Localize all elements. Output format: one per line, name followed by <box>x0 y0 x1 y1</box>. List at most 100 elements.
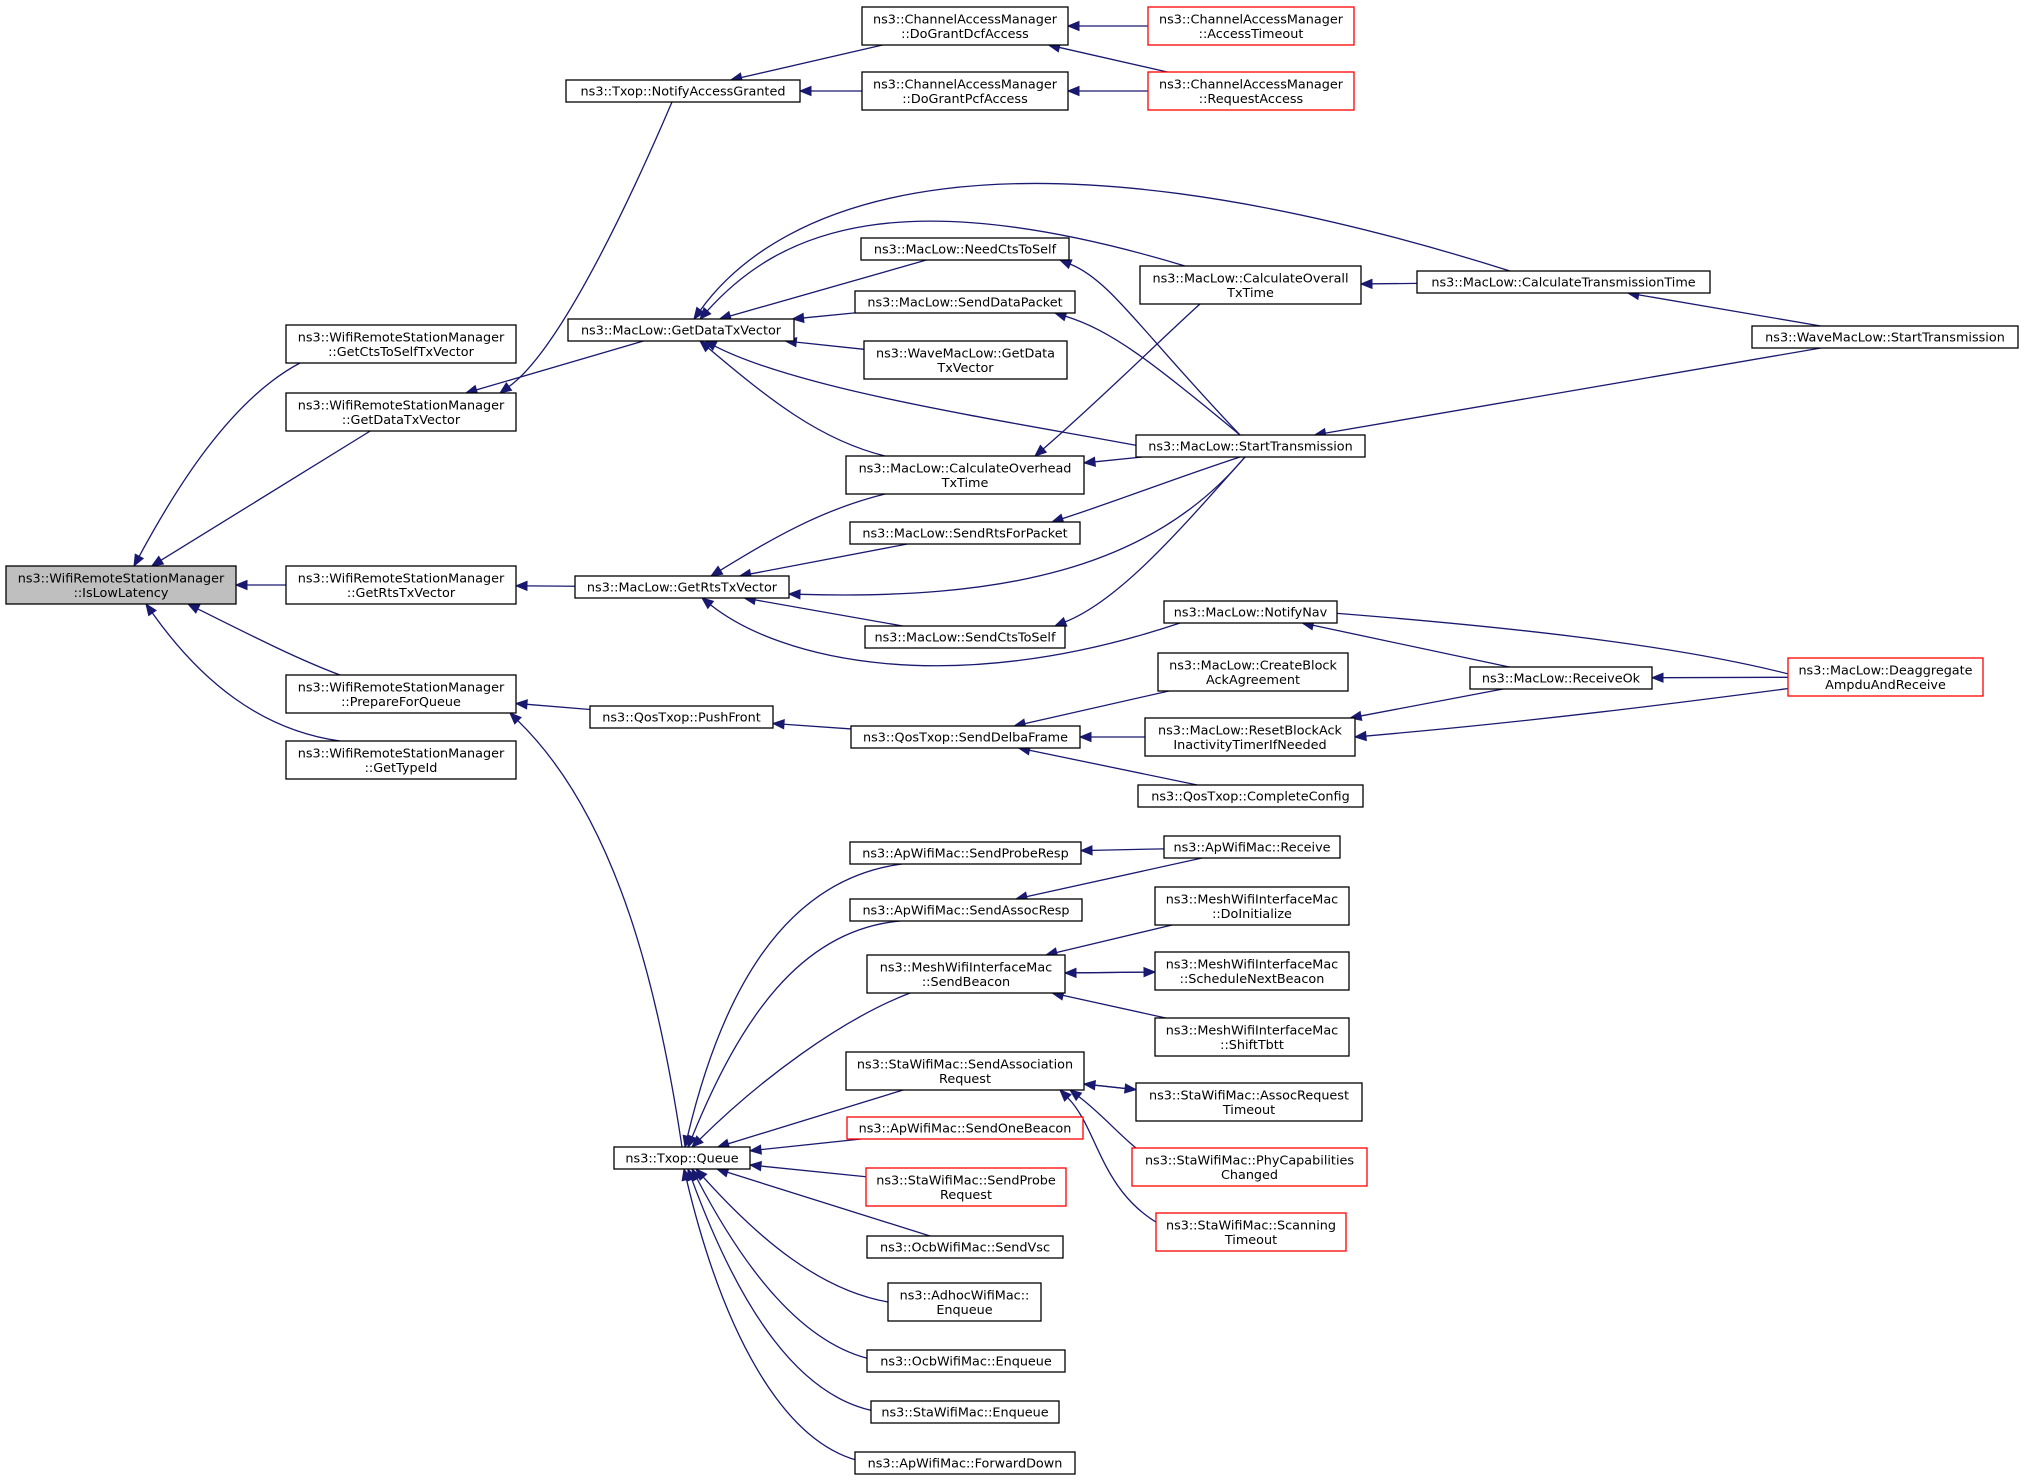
edge-line <box>696 1178 881 1362</box>
node-label: Timeout <box>1224 1233 1277 1248</box>
edge-calcOverall-calcTxTime <box>1359 278 1418 290</box>
node-layer: ns3::WifiRemoteStationManager::IsLowLate… <box>5 6 2019 1475</box>
edge-arrowhead <box>681 1167 692 1182</box>
node-getCtsToSelf[interactable]: ns3::WifiRemoteStationManager::GetCtsToS… <box>285 324 517 364</box>
node-macGetData[interactable]: ns3::MacLow::GetDataTxVector <box>567 318 795 342</box>
node-sendProbeResp[interactable]: ns3::ApWifiMac::SendProbeResp <box>849 841 1082 865</box>
node-waveGetData[interactable]: ns3::WaveMacLow::GetDataTxVector <box>863 340 1068 380</box>
edge-meshSchedule-meshSendBeacon <box>1064 966 1157 978</box>
node-notifyNav[interactable]: ns3::MacLow::NotifyNav <box>1163 600 1338 624</box>
node-apReceive[interactable]: ns3::ApWifiMac::Receive <box>1163 835 1341 859</box>
node-label: ns3::MacLow::GetDataTxVector <box>581 324 782 339</box>
node-label: ns3::MacLow::GetRtsTxVector <box>587 581 778 596</box>
node-prepare[interactable]: ns3::WifiRemoteStationManager::PrepareFo… <box>285 674 517 714</box>
node-doDcf[interactable]: ns3::ChannelAccessManager::DoGrantDcfAcc… <box>861 6 1069 46</box>
node-typeId[interactable]: ns3::WifiRemoteStationManager::GetTypeId <box>285 740 517 780</box>
node-box <box>1137 784 1364 808</box>
edge-arrowhead <box>1066 85 1080 97</box>
node-accessTimeout[interactable]: ns3::ChannelAccessManager::AccessTimeout <box>1147 6 1355 46</box>
node-meshShift[interactable]: ns3::MeshWifiInterfaceMac::ShiftTbtt <box>1154 1017 1350 1057</box>
node-label: ns3::ApWifiMac::ForwardDown <box>868 1457 1063 1472</box>
node-sendDelba[interactable]: ns3::QosTxop::SendDelbaFrame <box>850 725 1081 749</box>
edge-line <box>1069 263 1241 436</box>
edge-line <box>720 493 886 571</box>
node-box <box>1154 886 1350 926</box>
node-staEnqueue[interactable]: ns3::StaWifiMac::Enqueue <box>870 1400 1060 1424</box>
edge-line <box>526 703 591 711</box>
node-notifyGranted[interactable]: ns3::Txop::NotifyAccessGranted <box>565 79 801 103</box>
node-wrsmGetData[interactable]: ns3::WifiRemoteStationManager::GetDataTx… <box>285 392 517 432</box>
node-box <box>5 565 237 605</box>
edge-sendRts-startTx <box>1050 456 1241 524</box>
node-root[interactable]: ns3::WifiRemoteStationManager::IsLowLate… <box>5 565 237 605</box>
edge-queue-adhocEnqueue <box>695 1168 889 1303</box>
edge-line <box>1059 46 1168 73</box>
node-meshSchedule[interactable]: ns3::MeshWifiInterfaceMac::ScheduleNextB… <box>1154 951 1350 991</box>
node-sendRts[interactable]: ns3::MacLow::SendRtsForPacket <box>849 521 1081 545</box>
edge-sendProbeResp-apReceive <box>1079 845 1165 856</box>
node-pushFront[interactable]: ns3::QosTxop::PushFront <box>589 705 774 729</box>
edge-line <box>160 430 371 561</box>
edge-notifyGranted-doDcf <box>729 44 883 83</box>
node-label: ns3::MeshWifiInterfaceMac <box>880 960 1052 975</box>
edge-arrowhead <box>1053 616 1068 627</box>
node-box <box>1135 1082 1363 1122</box>
edge-root-prepare <box>186 603 341 676</box>
node-box <box>845 455 1085 495</box>
node-completeConfig[interactable]: ns3::QosTxop::CompleteConfig <box>1137 784 1364 808</box>
node-label: ns3::QosTxop::PushFront <box>602 711 760 726</box>
edge-arrowhead <box>1068 1089 1083 1102</box>
node-apSendOneBeacon[interactable]: ns3::ApWifiMac::SendOneBeacon <box>846 1116 1084 1140</box>
edge-needCts-startTx <box>1058 259 1241 436</box>
node-meshDoInit[interactable]: ns3::MeshWifiInterfaceMac::DoInitialize <box>1154 886 1350 926</box>
node-doPcf[interactable]: ns3::ChannelAccessManager::DoGrantPcfAcc… <box>861 71 1069 111</box>
node-box <box>845 1051 1085 1091</box>
node-resetBlockAck[interactable]: ns3::MacLow::ResetBlockAckInactivityTime… <box>1144 717 1356 757</box>
node-requestAccess[interactable]: ns3::ChannelAccessManager::RequestAccess <box>1147 71 1355 111</box>
node-startTx[interactable]: ns3::MacLow::StartTransmission <box>1135 434 1366 458</box>
node-ocbSendVsc[interactable]: ns3::OcbWifiMac::SendVsc <box>866 1235 1064 1259</box>
node-label: ns3::ApWifiMac::SendOneBeacon <box>859 1122 1072 1137</box>
node-macGetRts[interactable]: ns3::MacLow::GetRtsTxVector <box>574 575 790 599</box>
node-label: ::IsLowLatency <box>74 586 169 601</box>
node-adhocEnqueue[interactable]: ns3::AdhocWifiMac::Enqueue <box>887 1282 1042 1322</box>
node-meshSendBeacon[interactable]: ns3::MeshWifiInterfaceMac::SendBeacon <box>866 954 1066 994</box>
node-label: ::GetRtsTxVector <box>347 586 456 601</box>
node-sendCts[interactable]: ns3::MacLow::SendCtsToSelf <box>864 625 1066 649</box>
node-needCts[interactable]: ns3::MacLow::NeedCtsToSelf <box>860 237 1070 261</box>
node-box <box>854 1451 1076 1475</box>
node-ocbEnqueue[interactable]: ns3::OcbWifiMac::Enqueue <box>866 1349 1066 1373</box>
node-apForward[interactable]: ns3::ApWifiMac::ForwardDown <box>854 1451 1076 1475</box>
edge-line <box>702 1176 889 1303</box>
node-label: ns3::MacLow::ResetBlockAck <box>1158 723 1343 738</box>
node-box <box>589 705 774 729</box>
node-label: TxTime <box>1226 286 1274 301</box>
edge-arrowhead <box>1078 731 1092 743</box>
edge-arrowhead <box>514 580 528 592</box>
edge-arrowhead <box>1059 1089 1072 1102</box>
node-receiveOk[interactable]: ns3::MacLow::ReceiveOk <box>1469 666 1653 690</box>
node-calcTxTime[interactable]: ns3::MacLow::CalculateTransmissionTime <box>1416 270 1711 294</box>
edge-macGetRts-notifyNav <box>700 597 1181 667</box>
edge-arrowhead <box>1079 845 1093 856</box>
edge-pushFront-sendDelba <box>771 719 852 730</box>
node-queue[interactable]: ns3::Txop::Queue <box>613 1146 751 1170</box>
edge-resetBlockAck-deaggregate <box>1353 686 1801 742</box>
edge-line <box>760 1165 867 1178</box>
node-sendAssocResp[interactable]: ns3::ApWifiMac::SendAssocResp <box>849 898 1083 922</box>
node-box <box>613 1146 751 1170</box>
node-sendData[interactable]: ns3::MacLow::SendDataPacket <box>854 290 1076 314</box>
edge-line <box>1312 624 1510 668</box>
node-wrsmGetRts[interactable]: ns3::WifiRemoteStationManager::GetRtsTxV… <box>285 565 517 605</box>
node-box <box>846 1116 1084 1140</box>
node-waveStartTx[interactable]: ns3::WaveMacLow::StartTransmission <box>1751 325 2019 349</box>
